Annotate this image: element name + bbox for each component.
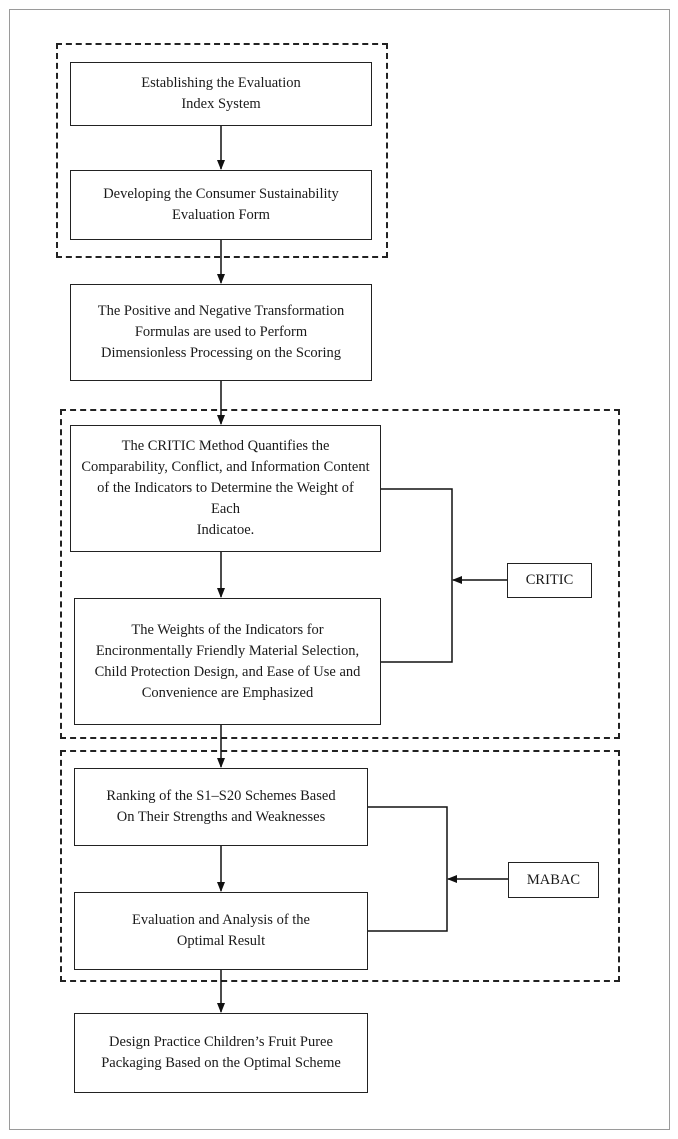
box-transformation-formulas: The Positive and Negative Transformation… [70,284,372,381]
group-critic [60,409,620,739]
group-mabac [60,750,620,982]
bracket-mabac [368,806,448,932]
group-index-system [56,43,388,258]
box-design-label: Design Practice Children’s Fruit Puree P… [101,1034,341,1071]
box-develop-label: Developing the Consumer Sustainability E… [103,186,339,223]
label-mabac-text: MABAC [526,871,581,888]
box-evaluation-label: Evaluation and Analysis of the Optimal R… [132,912,310,949]
box-establish-index-system: Establishing the Evaluation Index System [70,62,372,126]
box-indicator-weights: The Weights of the Indicators for Enciro… [74,598,381,725]
label-mabac: MABAC [508,862,599,898]
box-weights-label: The Weights of the Indicators for Enciro… [94,621,361,701]
box-design-practice: Design Practice Children’s Fruit Puree P… [74,1013,368,1093]
figure-frame [9,9,670,1130]
box-develop-evaluation-form: Developing the Consumer Sustainability E… [70,170,372,240]
box-establish-label: Establishing the Evaluation Index System [141,75,301,112]
box-critic-method: The CRITIC Method Quantifies the Compara… [70,425,381,552]
box-ranking-schemes: Ranking of the S1–S20 Schemes Based On T… [74,768,368,846]
bracket-critic [381,488,453,663]
box-evaluation-analysis: Evaluation and Analysis of the Optimal R… [74,892,368,970]
label-critic-text: CRITIC [525,572,574,588]
box-critic-method-label: The CRITIC Method Quantifies the Compara… [81,438,370,538]
box-transform-label: The Positive and Negative Transformation… [97,303,345,361]
box-ranking-label: Ranking of the S1–S20 Schemes Based On T… [106,788,336,825]
label-critic: CRITIC [507,563,592,598]
